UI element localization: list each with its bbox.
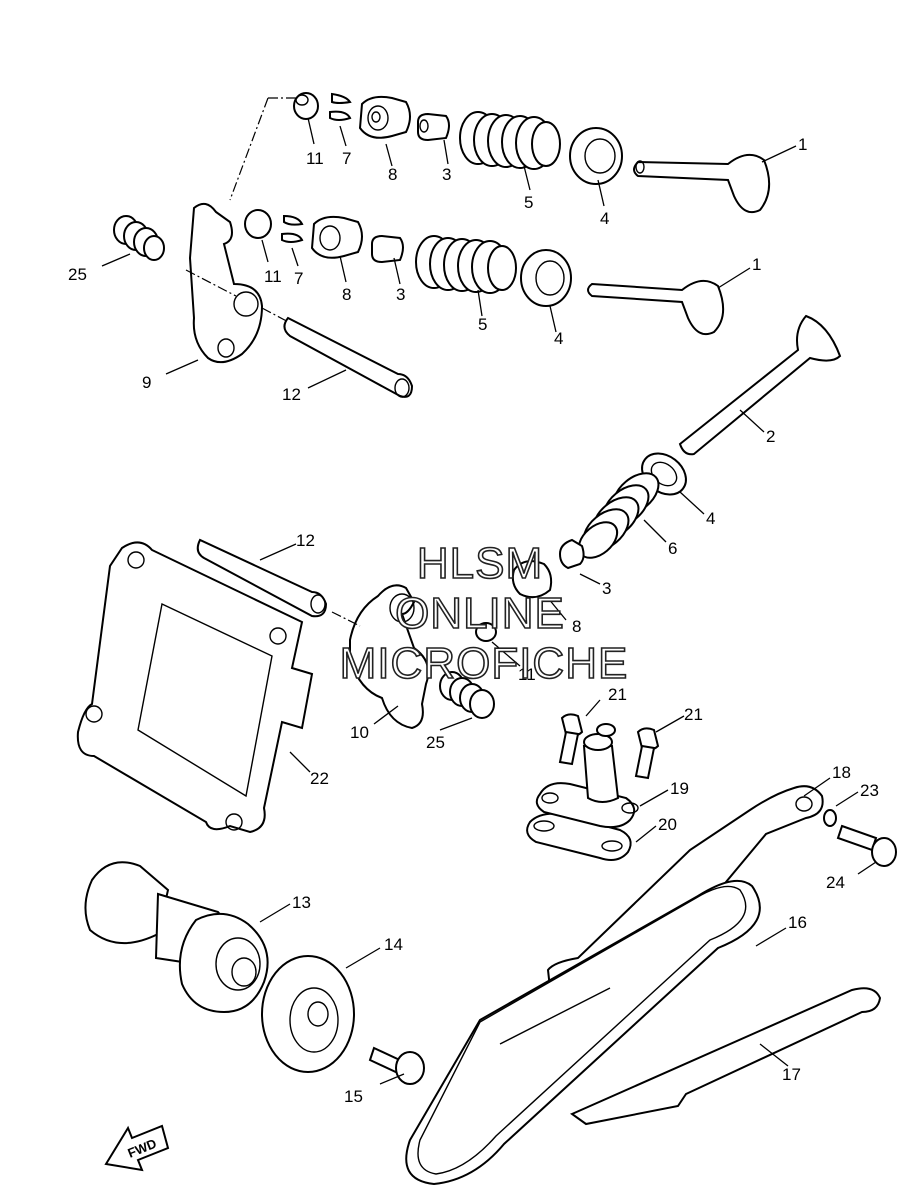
bolt-24 <box>836 824 897 867</box>
part-25-upper-spring <box>113 215 165 261</box>
part-7-mid <box>281 214 304 243</box>
part-12-upper-shaft <box>283 316 414 398</box>
callout-11-exhaust: 11 <box>518 665 536 684</box>
part-3-upper <box>417 112 450 142</box>
callout-3-mid: 3 <box>396 285 405 304</box>
part-5-mid <box>415 235 517 294</box>
callout-17: 17 <box>782 1065 801 1084</box>
part-6-exhaust-spring <box>577 472 660 559</box>
part-4-mid <box>520 249 572 307</box>
callout-22: 22 <box>310 769 329 788</box>
part-3-mid <box>371 234 404 264</box>
part-11-exhaust <box>475 622 497 642</box>
callout-7-mid: 7 <box>294 269 303 288</box>
callout-24: 24 <box>826 873 845 892</box>
callout-13: 13 <box>292 893 311 912</box>
cam-sprocket-14 <box>261 955 355 1073</box>
rocker-arm-9 <box>185 202 297 364</box>
part-1-upper-valve <box>633 153 771 214</box>
part-5-upper <box>459 111 561 170</box>
chain-tensioner-assembly <box>526 723 639 861</box>
callout-5-upper: 5 <box>524 193 533 212</box>
callout-5-mid: 5 <box>478 315 487 334</box>
callout-14: 14 <box>384 935 403 954</box>
callout-10: 10 <box>350 723 369 742</box>
part-4-upper <box>569 127 623 185</box>
callout-18: 18 <box>832 763 851 782</box>
lower-intake-valve-assembly <box>244 209 725 336</box>
oring-23 <box>823 809 837 827</box>
part-3-exhaust <box>558 538 585 570</box>
cam-chain-16 <box>405 879 761 1186</box>
part-25-lower-spring <box>439 671 495 719</box>
watermark-line-2: ONLINE <box>395 589 565 638</box>
bolt-21-right <box>634 727 660 780</box>
callout-25-upper: 25 <box>68 265 87 284</box>
callout-11-mid: 11 <box>264 267 282 286</box>
callout-12-upper: 12 <box>282 385 301 404</box>
bolt-21-left <box>558 713 584 766</box>
exhaust-valve-2 <box>678 314 842 456</box>
rocker-arm-10 <box>331 584 430 730</box>
chain-guide-17 <box>569 987 882 1126</box>
callout-15: 15 <box>344 1087 363 1106</box>
upper-intake-valve-assembly <box>229 92 771 214</box>
fwd-arrow-icon: FWD <box>104 1124 170 1172</box>
callout-6: 6 <box>668 539 677 558</box>
callout-19: 19 <box>670 779 689 798</box>
watermark-line-1: HLSM <box>417 539 543 588</box>
leader-lines <box>101 117 877 1085</box>
bolt-15 <box>368 1046 425 1085</box>
callout-1-upper: 1 <box>798 135 807 154</box>
part-8-mid <box>310 215 363 259</box>
watermark-line-3: MICROFICHE <box>340 639 629 688</box>
part-11-upper <box>293 92 319 120</box>
callout-3-upper: 3 <box>442 165 451 184</box>
part-1-mid-valve <box>587 279 725 336</box>
callout-9: 9 <box>142 373 151 392</box>
callout-1-lower: 1 <box>752 255 761 274</box>
callout-4-mid: 4 <box>554 329 563 348</box>
part-8-exhaust <box>511 560 553 599</box>
callout-4-exhaust: 4 <box>706 509 715 528</box>
callout-23: 23 <box>860 781 879 800</box>
callout-8-exhaust: 8 <box>572 617 581 636</box>
watermark: HLSM ONLINE MICROFICHE <box>339 538 629 689</box>
callout-25-lower: 25 <box>426 733 445 752</box>
callout-12-lower: 12 <box>296 531 315 550</box>
callout-4-upper: 4 <box>600 209 609 228</box>
callout-16: 16 <box>788 913 807 932</box>
callout-numbers: 1 1 2 3 3 3 4 4 4 5 5 6 7 7 8 8 8 9 10 1… <box>68 135 879 1106</box>
callout-8-upper: 8 <box>388 165 397 184</box>
callout-3-exhaust: 3 <box>602 579 611 598</box>
part-11-mid <box>244 209 272 239</box>
callout-21-left: 21 <box>608 685 627 704</box>
callout-20: 20 <box>658 815 677 834</box>
part-12-lower-shaft <box>196 538 328 618</box>
callout-7-upper: 7 <box>342 149 351 168</box>
callout-8-mid: 8 <box>342 285 351 304</box>
callout-11-upper: 11 <box>306 149 324 168</box>
part-7-upper <box>329 92 352 121</box>
part-8-upper <box>358 95 411 139</box>
callout-2: 2 <box>766 427 775 446</box>
gasket-22 <box>76 541 314 834</box>
callout-21-right: 21 <box>684 705 703 724</box>
camshaft-13 <box>84 861 269 1014</box>
